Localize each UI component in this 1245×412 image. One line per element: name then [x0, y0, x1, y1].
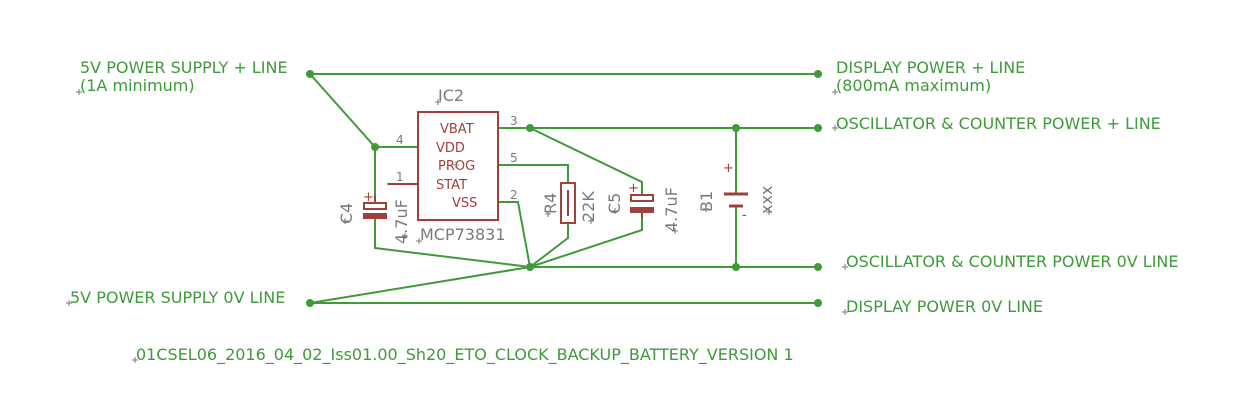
ic2-pin-stat: STAT — [436, 178, 467, 193]
c5-plate-negative — [630, 207, 654, 213]
origin-cross — [545, 211, 551, 217]
r4-name: R4 — [541, 193, 560, 214]
c5-plus-sign: + — [628, 181, 639, 196]
origin-cross — [703, 206, 709, 212]
label-supply-zero: 5V POWER SUPPLY 0V LINE — [70, 288, 285, 307]
junction-vbat — [526, 124, 534, 132]
label-osc-plus: OSCILLATOR & COUNTER POWER + LINE — [836, 114, 1161, 133]
origin-cross — [588, 218, 594, 224]
b1-value: xxx — [757, 186, 776, 214]
b1-minus-sign: - — [742, 208, 747, 223]
origin-cross — [766, 209, 772, 215]
resistor-r4: R4 22K — [541, 182, 598, 224]
origin-cross — [76, 89, 82, 95]
battery-b1: + - B1 xxx — [697, 161, 776, 223]
origin-cross — [672, 228, 678, 234]
r4-value: 22K — [579, 191, 598, 222]
junction-b1-plus — [732, 124, 740, 132]
wire-supply-plus-to-vdd — [309, 73, 376, 148]
ic2-chip: IC2 MCP73831 VBAT VDD PROG STAT VSS 3 4 … — [388, 86, 518, 244]
origin-cross — [416, 238, 422, 244]
c4-plate-negative — [363, 213, 387, 219]
junction-ground — [526, 263, 534, 271]
c4-value: 4.7uF — [392, 199, 411, 244]
c5-value: 4.7uF — [662, 187, 681, 232]
label-osc-zero: OSCILLATOR & COUNTER POWER 0V LINE — [846, 252, 1179, 271]
ic2-pin-vbat: VBAT — [440, 122, 474, 137]
junction-supply-plus — [306, 70, 314, 78]
c4-plus-sign: + — [363, 190, 374, 205]
c5-plate-positive — [630, 194, 654, 202]
ic2-value: MCP73831 — [420, 225, 506, 244]
footer-drawing-id: 01CSEL06_2016_04_02_Iss01.00_Sh20_ETO_CL… — [136, 345, 794, 365]
label-display-zero: DISPLAY POWER 0V LINE — [846, 297, 1043, 316]
r4-body — [560, 182, 576, 224]
label-display-plus-note: (800mA maximum) — [836, 76, 991, 95]
label-display-plus: DISPLAY POWER + LINE — [836, 58, 1025, 77]
net-labels: 5V POWER SUPPLY + LINE (1A minimum) DISP… — [70, 58, 1179, 365]
origin-cross — [842, 309, 848, 315]
b1-name: B1 — [697, 191, 716, 212]
origin-cross — [842, 264, 848, 270]
junction-supply-zero — [306, 299, 314, 307]
junction-osc-plus — [814, 124, 822, 132]
origin-cross — [66, 300, 72, 306]
capacitor-c4: + C4 4.7uF — [337, 190, 411, 244]
origin-cross — [402, 233, 408, 239]
c4-name: C4 — [337, 203, 356, 224]
origin-markers — [66, 89, 848, 363]
origin-cross — [453, 162, 459, 168]
ic2-pin-number-5: 5 — [510, 151, 518, 165]
origin-cross — [435, 99, 441, 105]
c5-name: C5 — [605, 193, 624, 214]
origin-cross — [832, 125, 838, 131]
b1-plus-sign: + — [723, 161, 734, 176]
ic2-name: IC2 — [438, 86, 464, 105]
origin-cross — [132, 357, 138, 363]
origin-cross — [832, 89, 838, 95]
junction-display-zero — [814, 299, 822, 307]
wire-c4-to-ground — [374, 247, 531, 268]
junction-b1-minus — [732, 263, 740, 271]
ic2-pin-number-1: 1 — [396, 170, 404, 184]
wire-r4-to-ground — [529, 237, 569, 268]
wire-vss-down — [517, 201, 531, 268]
junction-vdd — [371, 143, 379, 151]
junction-display-plus — [814, 70, 822, 78]
origin-cross — [342, 218, 348, 224]
label-supply-plus: 5V POWER SUPPLY + LINE — [80, 58, 288, 77]
wire-ground-to-supply-zero — [309, 266, 531, 304]
junction-osc-zero — [814, 263, 822, 271]
ic2-pin-number-2: 2 — [510, 188, 518, 202]
ic2-body — [417, 111, 499, 221]
ic2-pin-prog: PROG — [438, 159, 475, 174]
capacitor-c5: + C5 4.7uF — [605, 181, 681, 232]
wire-c5-to-ground — [529, 229, 643, 268]
ic2-pin-number-4: 4 — [396, 133, 404, 147]
wire-vbat-to-c5 — [529, 127, 643, 183]
ic2-pin-number-3: 3 — [510, 114, 518, 128]
net-wires — [309, 73, 819, 304]
label-supply-plus-note: (1A minimum) — [80, 76, 195, 95]
origin-cross — [612, 208, 618, 214]
junctions — [306, 70, 822, 307]
ic2-pin-vss: VSS — [452, 196, 477, 211]
ic2-pin-vdd: VDD — [436, 141, 465, 156]
